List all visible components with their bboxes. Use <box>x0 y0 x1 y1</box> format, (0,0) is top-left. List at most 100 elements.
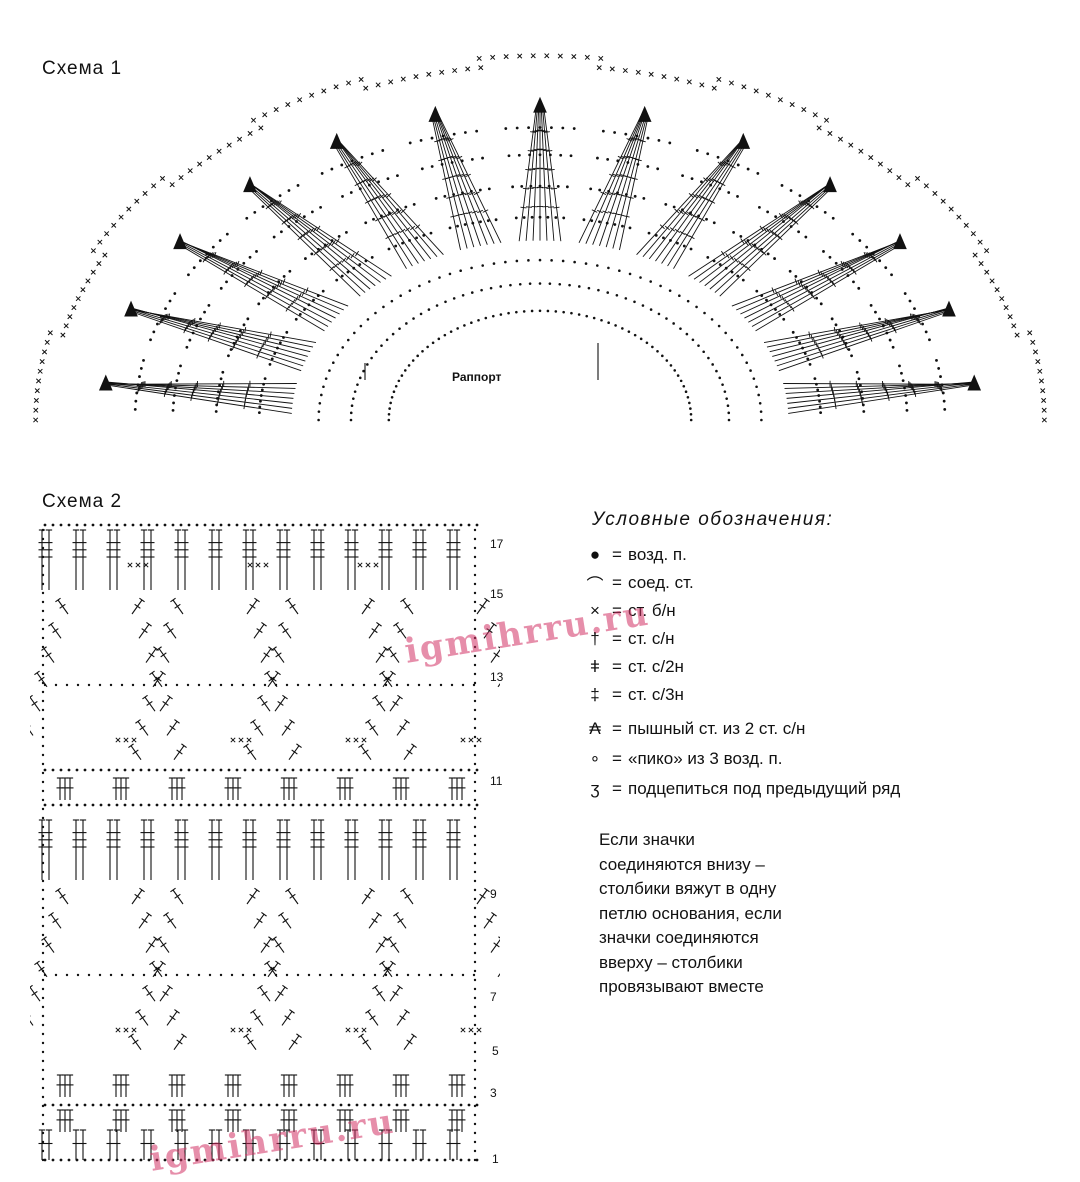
chain-dot <box>340 1104 343 1107</box>
single-crochet-mark <box>888 169 892 173</box>
chain-dot <box>140 367 143 370</box>
fan-rib <box>251 184 380 282</box>
chain-dot <box>42 583 44 585</box>
single-crochet-mark <box>1012 324 1016 328</box>
stitch-bar <box>220 389 221 395</box>
chain-dot <box>475 130 478 133</box>
chain-dot <box>135 392 138 395</box>
chain-dot <box>231 974 233 976</box>
chain-dot <box>60 804 63 807</box>
stitch-bar <box>285 1016 291 1020</box>
stitch-top <box>275 671 280 675</box>
stitch-post <box>173 600 183 614</box>
stitch-top <box>250 720 255 724</box>
chain-dot <box>444 300 447 303</box>
chain-dot <box>462 294 465 297</box>
chain-dot <box>44 804 47 807</box>
chain-dot <box>220 287 223 290</box>
chain-dot <box>42 1132 44 1134</box>
chain-dot <box>142 359 145 362</box>
stitch-bar <box>268 335 269 341</box>
stitch-post <box>369 914 379 928</box>
chain-dot <box>430 232 433 235</box>
chain-dot <box>461 159 464 162</box>
chain-dot <box>319 402 322 405</box>
stitch-bar <box>766 228 770 233</box>
chain-dot <box>401 374 404 377</box>
chain-dot <box>681 174 684 177</box>
chain-dot <box>596 264 599 267</box>
fan-rib <box>337 140 425 261</box>
chain-dot <box>389 402 392 405</box>
stitch-bar <box>290 894 296 898</box>
chain-dot <box>474 592 476 594</box>
chain-dot <box>444 334 447 337</box>
stitch-bar <box>39 677 45 681</box>
chain-dot <box>529 282 532 285</box>
single-crochet-mark <box>469 1028 473 1032</box>
chain-dot <box>303 308 306 311</box>
stitch-bar <box>133 750 139 754</box>
chain-dot <box>42 610 44 612</box>
chain-dot <box>481 264 484 267</box>
stitch-post <box>51 914 61 928</box>
chain-dot <box>588 287 591 290</box>
chain-dot <box>396 1104 399 1107</box>
chain-dot <box>340 164 343 167</box>
chain-dot <box>848 348 851 351</box>
stitch-top <box>411 744 416 748</box>
chain-dot <box>655 234 658 237</box>
stitch-bar <box>265 294 268 299</box>
chain-dot <box>474 880 476 882</box>
chain-dot <box>44 974 46 976</box>
chain-dot <box>239 329 242 332</box>
chain-dot <box>717 156 720 159</box>
chain-dot <box>396 1159 399 1162</box>
chain-dot <box>460 769 463 772</box>
chain-dot <box>271 357 274 360</box>
chain-dot <box>913 307 916 310</box>
chain-dot <box>474 988 476 990</box>
chain-dot <box>236 524 239 527</box>
chain-dot <box>255 250 258 253</box>
stitch-bar <box>163 991 169 995</box>
stitch-bar <box>543 150 549 151</box>
stitch-bar <box>494 943 500 947</box>
chain-dot <box>198 684 200 686</box>
stitch-top <box>160 671 165 675</box>
chain-dot <box>718 187 721 190</box>
single-crochet-mark <box>64 324 68 328</box>
chain-dot <box>260 1104 263 1107</box>
stitch-bar <box>147 991 153 995</box>
chain-dot <box>898 365 901 368</box>
chain-dot <box>673 369 676 372</box>
stitch-post <box>58 890 68 904</box>
fan-rib <box>246 186 360 296</box>
stitch-top <box>170 888 175 892</box>
fan-rib <box>130 309 306 361</box>
chain-dot <box>813 377 816 380</box>
chain-dot <box>658 139 661 142</box>
stitch-bar <box>887 319 888 325</box>
chain-dot <box>356 769 359 772</box>
chain-dot <box>798 341 801 344</box>
fan-rib <box>699 184 828 282</box>
stitch-bar <box>248 750 254 754</box>
stitch-bar <box>720 183 725 186</box>
chain-dot <box>939 375 942 378</box>
chain-dot <box>404 524 407 527</box>
chain-dot <box>685 390 688 393</box>
fan-rib <box>744 241 900 319</box>
chain-dot <box>616 159 619 162</box>
chain-dot <box>626 161 629 164</box>
chain-dot <box>288 270 291 273</box>
chain-dot <box>476 769 479 772</box>
chain-dot <box>562 217 565 220</box>
stitch-bar <box>386 236 391 239</box>
stitch-bar <box>748 242 752 247</box>
chain-dot <box>243 323 246 326</box>
stitch-bar <box>177 750 183 754</box>
single-crochet-mark <box>91 270 95 274</box>
chain-dot <box>474 1087 476 1089</box>
chain-dot <box>474 871 476 873</box>
